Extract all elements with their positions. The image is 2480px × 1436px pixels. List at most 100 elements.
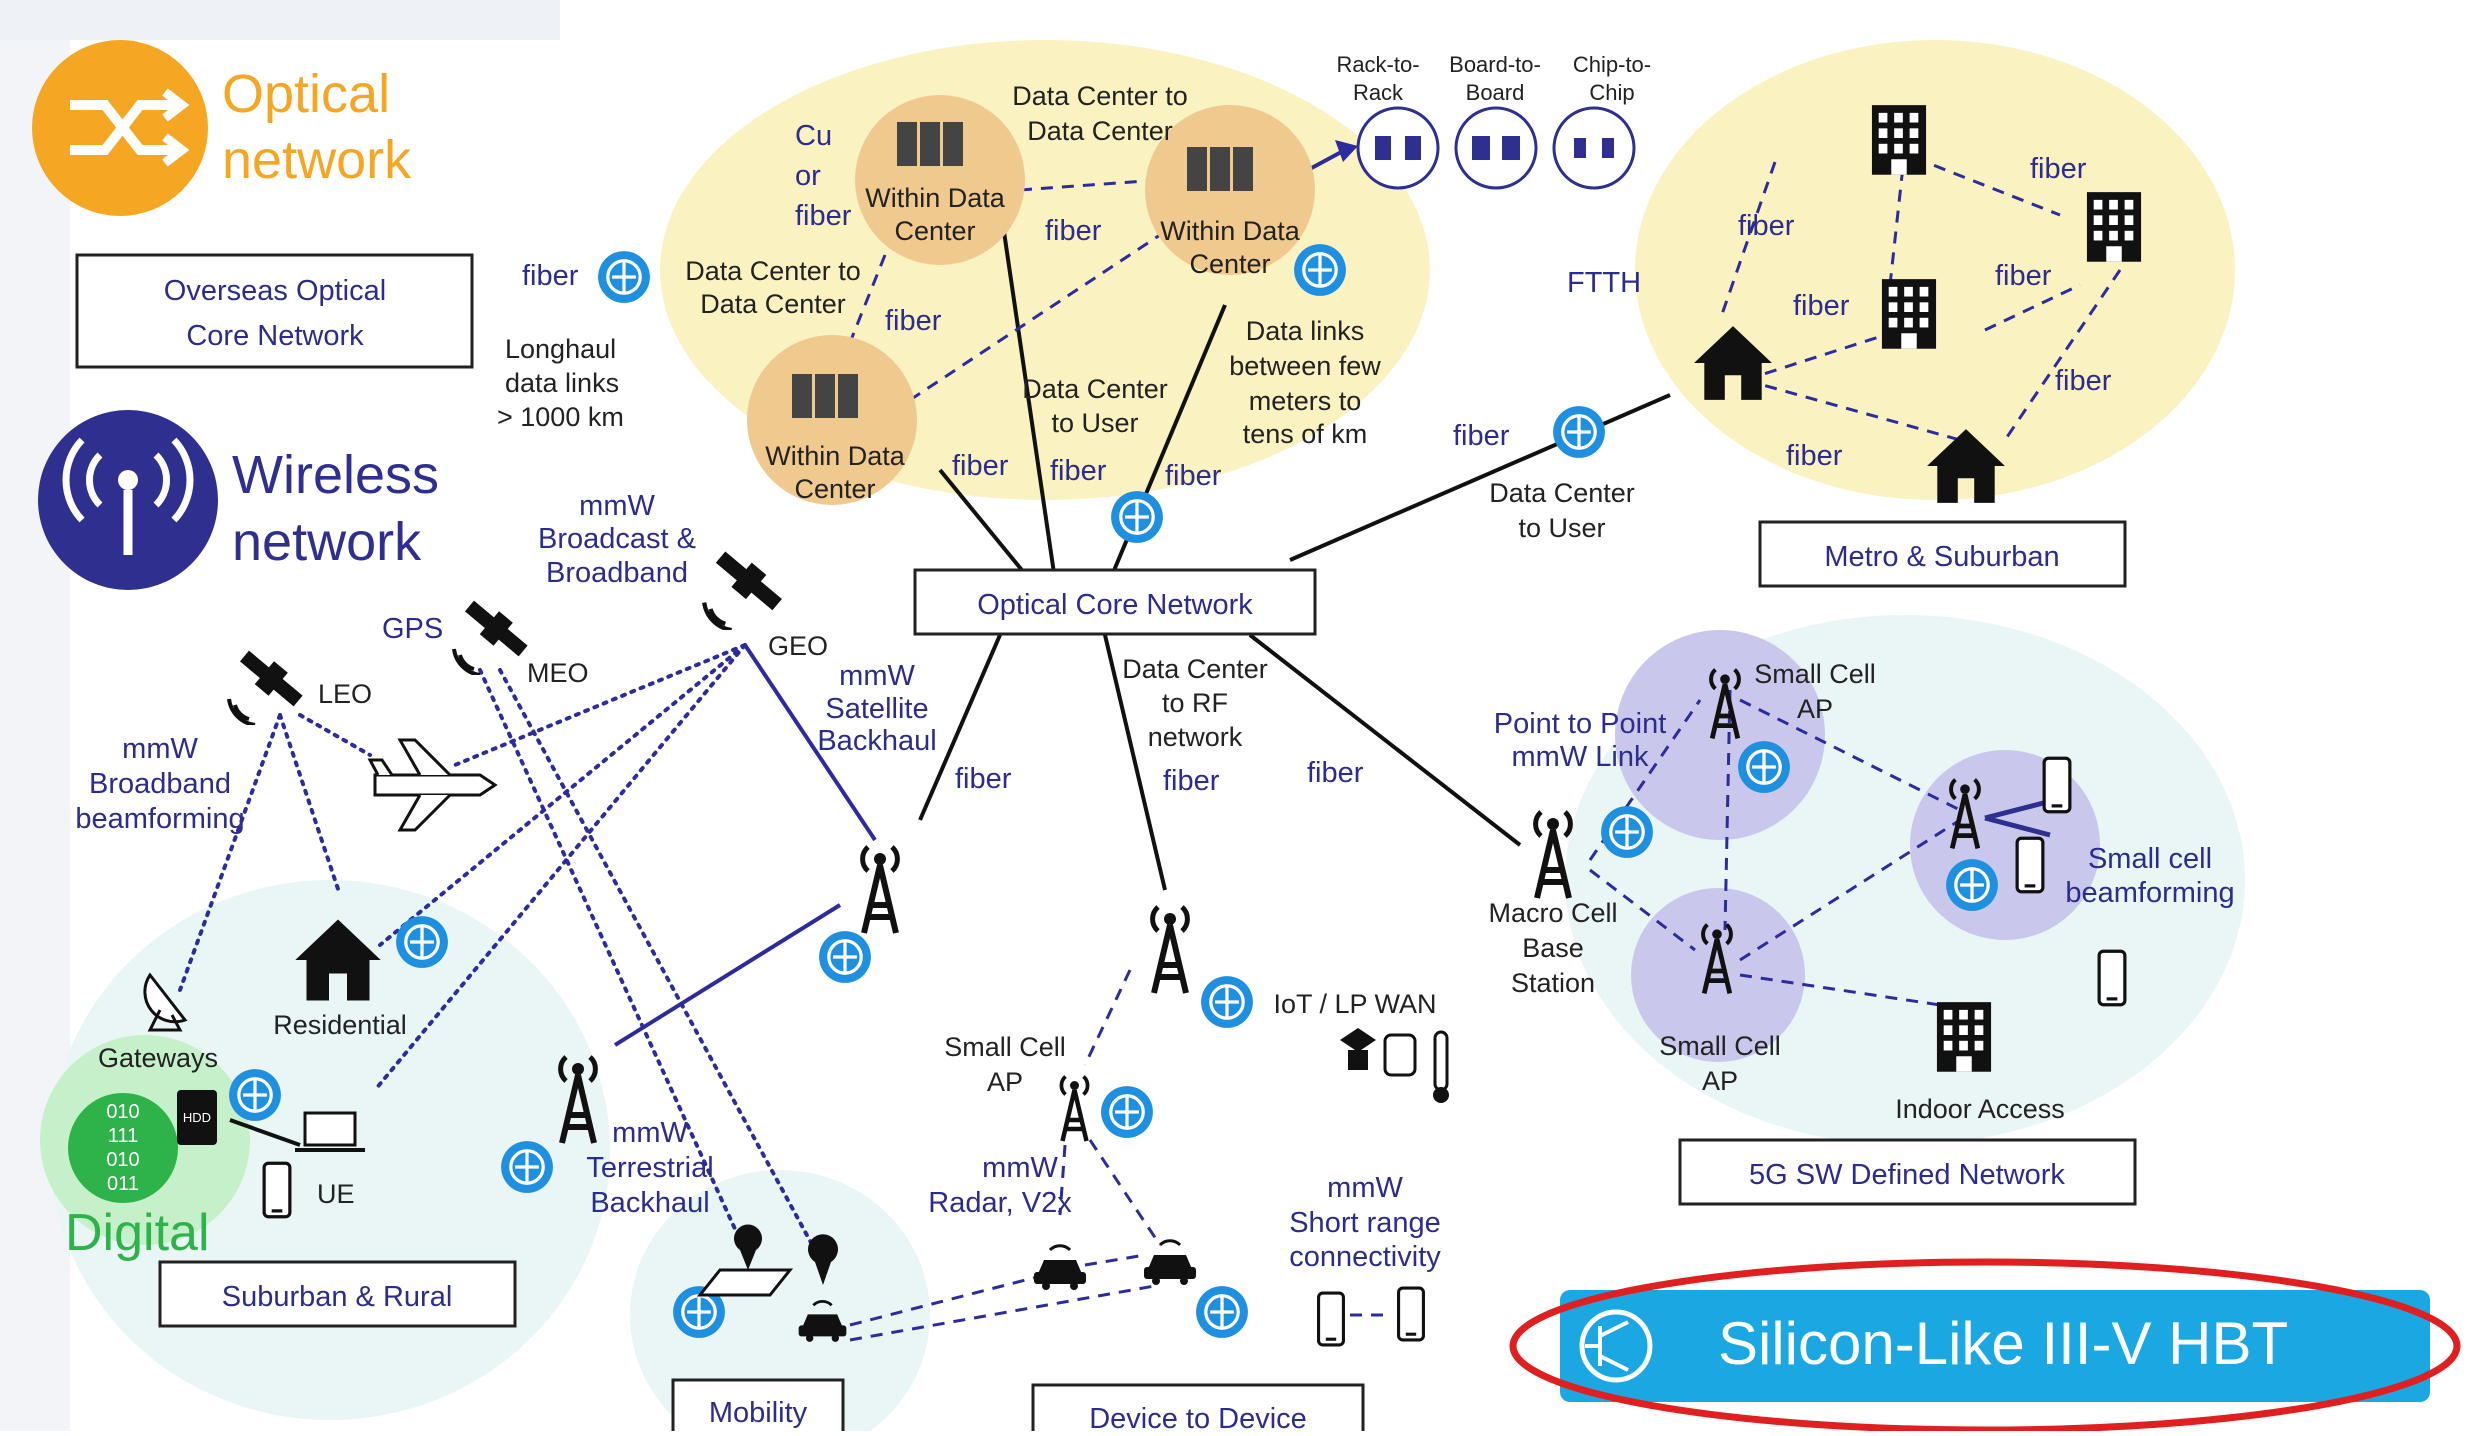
macro-c: Station — [1511, 968, 1595, 998]
bits-line: 111 — [108, 1125, 138, 1147]
links-d: tens of km — [1243, 419, 1368, 449]
chip-icon — [1552, 106, 1636, 190]
bits-line: 010 — [106, 1101, 139, 1123]
mmw-sat-a: mmW — [839, 660, 915, 692]
transistor-icon — [1579, 1309, 1653, 1383]
hbt-badge: Silicon-Like III-V HBT — [1509, 1258, 2461, 1434]
mmw-radar-b: Radar, V2x — [928, 1187, 1072, 1219]
globe-icon — [1293, 243, 1347, 297]
d2d-box: Device to Device — [1031, 1383, 1365, 1436]
phone-icon — [2015, 836, 2045, 894]
small-cell-bottom-bubble — [1631, 888, 1805, 1062]
wireless-legend-line1: Wireless — [232, 445, 439, 505]
small-bf-a: Small cell — [2088, 843, 2212, 875]
fiber-label: fiber — [2030, 153, 2087, 185]
small-cell-ap-b: AP — [1702, 1066, 1738, 1096]
rack-a: Rack-to- — [1336, 52, 1419, 77]
links-a: Data links — [1246, 316, 1365, 346]
within-dc-1-b: Center — [894, 216, 975, 246]
bits-line: 010 — [106, 1149, 139, 1171]
globe-icon — [1737, 740, 1791, 794]
mmw-bcast-c: Broadband — [546, 557, 688, 589]
geo-label: GEO — [768, 631, 828, 661]
hbt-badge-label: Silicon-Like III-V HBT — [1718, 1310, 2288, 1377]
board-b: Board — [1466, 80, 1525, 105]
overseas-box-line2: Core Network — [186, 320, 364, 352]
mmw-sat-b: Satellite — [825, 693, 928, 725]
fiveg-cluster: Small Cell AP Point to Point mmW Link Ma… — [1488, 659, 2234, 1124]
car-icon — [1032, 1244, 1088, 1290]
within-dc-3-a: Within Data — [765, 441, 906, 471]
connection-lines — [178, 140, 2122, 1342]
fiber-label: fiber — [1165, 460, 1222, 492]
board-a: Board-to- — [1449, 52, 1541, 77]
optical-network-legend: Optical network — [32, 40, 412, 216]
building-icon — [1936, 1002, 1992, 1072]
building-icon — [1871, 105, 1927, 175]
iot-devices-icon — [1340, 1028, 1449, 1103]
globe-icon — [1600, 805, 1654, 859]
globe-icon — [818, 930, 872, 984]
rack-icon — [1356, 106, 1440, 190]
dc-user-b: to User — [1518, 513, 1605, 543]
metro-region — [1635, 40, 2235, 500]
fiber-label: fiber — [955, 763, 1012, 795]
binary-data-icon: 010 111 010 011 — [68, 1093, 178, 1203]
mobility-box-label: Mobility — [709, 1397, 808, 1429]
macro-a: Macro Cell — [1488, 898, 1617, 928]
phone-icon — [1316, 1291, 1346, 1347]
or-label: or — [795, 160, 821, 192]
fiber-label: fiber — [2055, 365, 2112, 397]
globe-icon — [500, 1140, 554, 1194]
geo-satellite-icon — [704, 545, 787, 630]
dc2user-b: to User — [1051, 408, 1138, 438]
top-tint — [0, 0, 560, 40]
mmw-short-b: Short range — [1289, 1207, 1441, 1239]
leo-label: LEO — [318, 679, 372, 709]
tower-icon — [1061, 1077, 1087, 1142]
dc2dc-left-a: Data Center to — [685, 256, 861, 286]
mmw-bb-a: mmW — [122, 733, 198, 765]
dc-rf-a: Data Center — [1122, 654, 1268, 684]
chip-b: Chip — [1589, 80, 1634, 105]
tower-icon — [1153, 907, 1188, 993]
meo-label: MEO — [527, 658, 589, 688]
fiber-label: fiber — [1793, 290, 1850, 322]
within-dc-3 — [747, 335, 917, 505]
globe-icon — [228, 1068, 282, 1122]
mobility-region — [630, 1170, 930, 1436]
residential-label: Residential — [273, 1010, 407, 1040]
mmw-bcast-a: mmW — [579, 490, 655, 522]
metro-box: Metro & Suburban — [1758, 520, 2127, 588]
map-pin-icon — [696, 1224, 838, 1297]
mmw-short-c: connectivity — [1289, 1241, 1441, 1273]
fiber-label: fiber — [795, 200, 852, 232]
server-icon — [897, 122, 963, 166]
dc-rf-b: to RF — [1162, 688, 1228, 718]
fiveg-box: 5G SW Defined Network — [1678, 1138, 2137, 1206]
small-cell-ap-a: Small Cell — [944, 1032, 1066, 1062]
satellite-dish-icon — [143, 972, 188, 1032]
meo-satellite-icon — [452, 592, 535, 675]
fiber-label: fiber — [522, 260, 579, 292]
gps-label: GPS — [382, 613, 443, 645]
small-cell-ap-b: AP — [987, 1067, 1023, 1097]
longhaul-c: > 1000 km — [497, 402, 624, 432]
globe-icon — [1195, 1285, 1249, 1339]
within-dc-2-b: Center — [1189, 249, 1270, 279]
ptp-b: mmW Link — [1512, 741, 1649, 773]
beamforming-bubble — [1910, 750, 2100, 940]
building-icon — [1881, 279, 1937, 349]
dc2dc-left-b: Data Center — [700, 289, 846, 319]
fiber-label: fiber — [1045, 215, 1102, 247]
indoor-label: Indoor Access — [1895, 1094, 2065, 1124]
globe-icon — [597, 250, 651, 304]
fiber-label: fiber — [1307, 757, 1364, 789]
overseas-box-line1: Overseas Optical — [164, 275, 386, 307]
optical-core-box-label: Optical Core Network — [977, 589, 1253, 621]
chip-a: Chip-to- — [1573, 52, 1651, 77]
fiber-label: fiber — [1163, 765, 1220, 797]
within-dc-2-a: Within Data — [1160, 216, 1301, 246]
datacenter-cluster: Within Data Center Within Data Center Wi… — [685, 52, 1651, 505]
hdd-icon: HDD — [177, 1090, 217, 1145]
